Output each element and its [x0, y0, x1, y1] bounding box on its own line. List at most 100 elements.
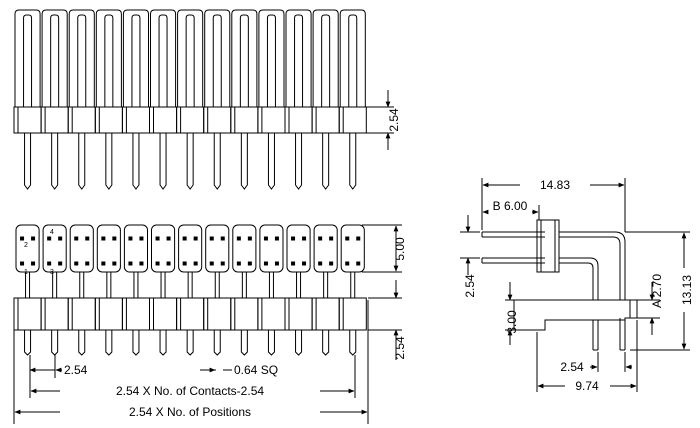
pin-square: [20, 261, 25, 266]
top-pin-outer: [285, 9, 312, 107]
pin-square: [139, 261, 144, 266]
top-pin-outer: [95, 9, 122, 107]
pin-square: [31, 236, 36, 241]
bottom-tail-pin: [295, 330, 303, 356]
pin-square: [274, 261, 279, 266]
pin-square: [182, 261, 187, 266]
top-tail-pin: [213, 133, 221, 190]
bottom-tail-pin: [322, 330, 330, 356]
contact-pad: [15, 224, 40, 273]
pin-size-label: 0.64 SQ: [234, 363, 278, 377]
top-tail-pin: [295, 133, 303, 190]
top-pin-outer: [312, 9, 339, 107]
pin-number-1: 1: [24, 269, 28, 276]
left-pitch-dimension: [460, 215, 480, 275]
overall-height-dimension: [625, 231, 690, 351]
pin-square: [155, 236, 160, 241]
top-tail-pin: [132, 133, 140, 190]
contact-pad: [313, 224, 338, 273]
bottom-tail-pin: [105, 330, 113, 356]
contact-pad: [340, 224, 365, 273]
pin-square: [356, 261, 361, 266]
top-tail-pin: [322, 133, 330, 190]
bottom-tail-pin: [159, 330, 167, 356]
top-pin-inner: [212, 14, 222, 107]
contact-pad: [205, 224, 230, 273]
top-tail-pin: [24, 133, 32, 190]
pin-square: [85, 261, 90, 266]
pin-square: [47, 236, 52, 241]
top-pin-inner: [131, 14, 141, 107]
contact-pad: [69, 224, 94, 273]
contact-pad: [96, 224, 121, 273]
pin-square: [193, 236, 198, 241]
positions-label: 2.54 X No. of Positions: [129, 405, 251, 419]
pin-square: [220, 261, 225, 266]
pin-square: [101, 236, 106, 241]
bottom-housing-segment: [338, 297, 367, 331]
top-pin-outer: [204, 9, 231, 107]
top-pin-outer: [339, 9, 366, 107]
lower-right-dim-label: 2.54: [393, 336, 407, 360]
pin-numbers: 2 4 1 3: [24, 229, 54, 276]
pin-square: [329, 261, 334, 266]
pin-square: [263, 261, 268, 266]
side-view: [481, 219, 638, 351]
pin-square: [345, 236, 350, 241]
top-pin-outer: [150, 9, 177, 107]
top-height-dimension: [366, 90, 394, 150]
b-label: B 6.00: [493, 199, 528, 213]
contact-pad: [286, 224, 311, 273]
contact-pad: [178, 224, 203, 273]
left-pitch-label: 2.54: [463, 274, 477, 298]
pin-square: [236, 261, 241, 266]
pin-number-3: 3: [50, 269, 54, 276]
pin-square: [139, 236, 144, 241]
right-dimension-5: [362, 224, 402, 273]
top-pin-outer: [258, 9, 285, 107]
pin-square: [112, 261, 117, 266]
bottom-tail-pin: [213, 330, 221, 356]
pin-square: [236, 236, 241, 241]
a-dimension: [625, 282, 660, 335]
pin-square: [112, 236, 117, 241]
pin-square: [302, 236, 307, 241]
pitch-bottom-dimension: [590, 352, 632, 372]
top-pin-inner: [23, 14, 33, 107]
contact-pad: [123, 224, 149, 273]
bottom-tail-pin: [186, 330, 194, 356]
bottom-tail-pin: [349, 330, 357, 356]
bottom-tail-pin: [78, 330, 86, 356]
pin-square: [101, 261, 106, 266]
pin-square: [85, 236, 90, 241]
top-pin-inner: [185, 14, 195, 107]
contacts-dimension: [29, 355, 356, 398]
pitch-dimension: [29, 355, 62, 378]
pin-square: [47, 261, 52, 266]
top-pin-inner: [239, 14, 249, 107]
top-tail-pin: [159, 133, 167, 190]
bottom-tail-pin: [51, 330, 59, 356]
pin-square: [356, 236, 361, 241]
pin-square: [209, 236, 214, 241]
contacts-label: 2.54 X No. of Contacts-2.54: [116, 384, 264, 398]
base-width-dimension: [536, 320, 638, 392]
contact-pad: [232, 224, 257, 273]
top-tail-pin: [78, 133, 86, 190]
top-tail-pin: [186, 133, 194, 190]
positions-dimension: [13, 300, 369, 424]
contact-pad: [259, 224, 284, 273]
top-pin-inner: [266, 14, 276, 107]
pin-square: [58, 236, 63, 241]
pin-square: [128, 261, 133, 266]
bottom-view: [13, 224, 367, 356]
pin-square: [302, 261, 307, 266]
pitch-label: 2.54: [64, 363, 88, 377]
dimension-labels: 2.54 5.00 2.54 2.54 0.64 SQ 2.54 X No. o…: [64, 108, 694, 419]
pin-square: [155, 261, 160, 266]
pin-square: [291, 236, 296, 241]
top-pin-inner: [321, 14, 331, 107]
top-pin-outer: [177, 9, 204, 107]
overall-width-label: 14.83: [540, 178, 570, 192]
